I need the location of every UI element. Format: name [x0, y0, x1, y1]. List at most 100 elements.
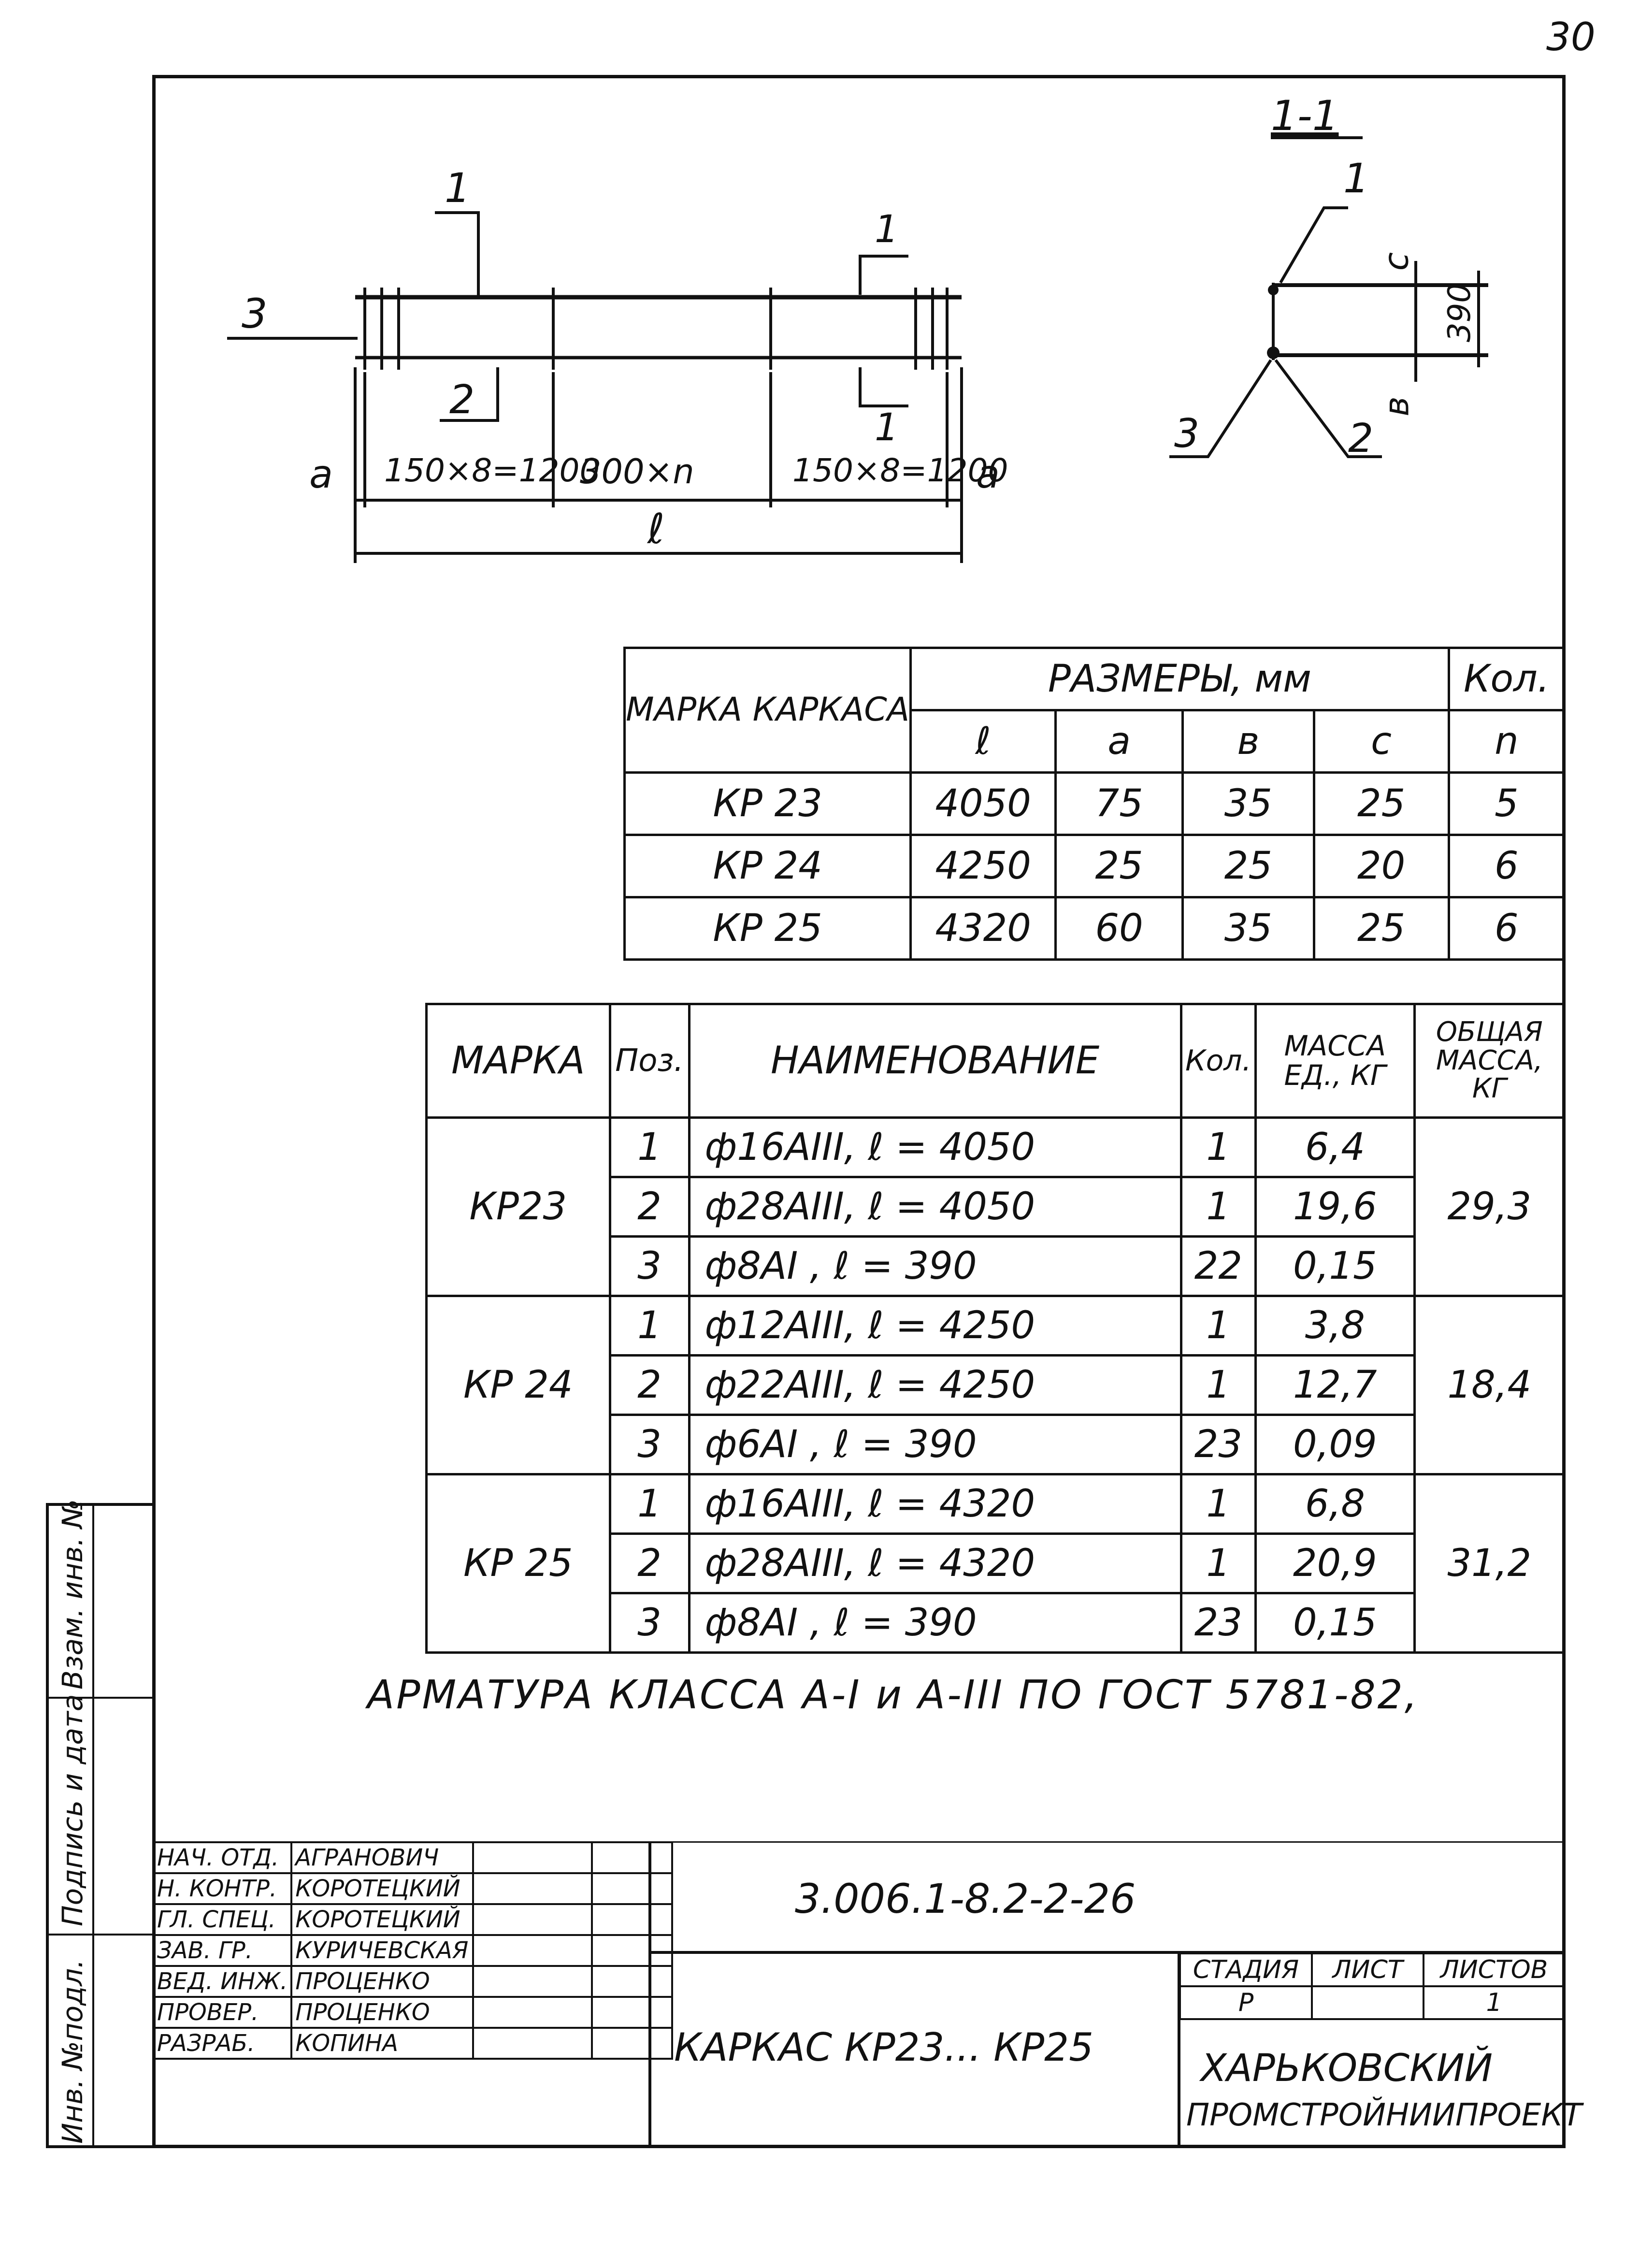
- staff-role: ЗАВ. ГР.: [152, 1934, 293, 1967]
- dim-section-b: в: [1377, 396, 1417, 417]
- dims-a: 60: [1054, 896, 1184, 961]
- table-row: КР 24 1 ф12АIII, ℓ = 4250 1 3,8 18,4: [425, 1295, 1566, 1475]
- dim-seg-mid: 300×n: [580, 452, 694, 491]
- spec-qty: 1: [1179, 1295, 1257, 1357]
- dims-sub-a: a: [1054, 709, 1184, 774]
- dims-n: 6: [1447, 834, 1566, 898]
- staff-table: НАЧ. ОТД.АГРАНОВИЧ Н. КОНТР.КОРОТЕЦКИЙ Г…: [152, 1841, 674, 2060]
- spec-mass: 6,4: [1254, 1116, 1416, 1178]
- document-code: 3.006.1-8.2-2-26: [795, 1875, 1136, 1922]
- dims-n: 5: [1447, 771, 1566, 836]
- staff-role: РАЗРАБ.: [152, 2027, 293, 2060]
- staff-date: [591, 1841, 674, 1874]
- table-row: НАЧ. ОТД.АГРАНОВИЧ: [152, 1841, 674, 1874]
- table-row: КР 23 4050 75 35 25 5: [623, 771, 1566, 836]
- dims-mark: КР 23: [623, 771, 912, 836]
- table-row: КР 25 4320 60 35 25 6: [623, 896, 1566, 961]
- spec-name: ф22АIII, ℓ = 4250: [688, 1354, 1182, 1416]
- spec-header-mark: МАРКА: [425, 1003, 611, 1119]
- callout-1: 1: [445, 164, 471, 212]
- spec-mass: 0,15: [1254, 1592, 1416, 1654]
- side-label-signature: Подпись и дата: [56, 1694, 89, 1926]
- stage-table: СТАДИЯ ЛИСТ ЛИСТОВ Р 1: [1179, 1952, 1566, 2020]
- spec-qty: 1: [1179, 1473, 1257, 1535]
- dims-l: 4050: [909, 771, 1057, 836]
- table-row: КР 25 1 ф16АIII, ℓ = 4320 1 6,8 31,2: [425, 1473, 1566, 1654]
- spec-qty: 1: [1179, 1354, 1257, 1416]
- spec-pos: 2: [608, 1176, 690, 1238]
- spec-mark: КР23: [425, 1116, 611, 1297]
- spec-mark: КР 25: [425, 1473, 611, 1654]
- dim-a-right: a: [976, 452, 1000, 497]
- table-row: КР23 1 ф16АIII, ℓ = 4050 1 6,4 29,3: [425, 1116, 1566, 1297]
- stage-label: СТАДИЯ: [1179, 1952, 1313, 1987]
- staff-signature: [472, 2027, 593, 2060]
- callout-3: 3: [242, 290, 268, 337]
- staff-role: НАЧ. ОТД.: [152, 1841, 293, 1874]
- specification-table: МАРКА Поз. НАИМЕНОВАНИЕ Кол. МАССА ЕД., …: [425, 1003, 1566, 1654]
- staff-signature: [472, 1965, 593, 1998]
- spec-pos: 3: [608, 1414, 690, 1475]
- section-callout-3: 3: [1174, 411, 1200, 457]
- table-row: 2 ф28АIII, ℓ = 4050 1 19,6: [427, 1176, 1565, 1238]
- spec-name: ф16АIII, ℓ = 4050: [688, 1116, 1182, 1178]
- table-row: 2 ф22АIII, ℓ = 4250 1 12,7: [427, 1354, 1565, 1416]
- dims-header-qty: Кол.: [1447, 647, 1566, 711]
- spec-name: ф12АIII, ℓ = 4250: [688, 1295, 1182, 1357]
- spec-mass: 12,7: [1254, 1354, 1416, 1416]
- spec-mass: 0,15: [1254, 1235, 1416, 1297]
- staff-date: [591, 1934, 674, 1967]
- spec-total: 29,3: [1413, 1116, 1566, 1297]
- dimensions-table: МАРКА КАРКАСА РАЗМЕРЫ, мм Кол. ℓ a в c n…: [623, 647, 1566, 961]
- document-title: КАРКАС КР23... КР25: [674, 2025, 1093, 2070]
- staff-date: [591, 1996, 674, 2029]
- spec-qty: 23: [1179, 1414, 1257, 1475]
- spec-header-total-mass: ОБЩАЯ МАССА, КГ: [1413, 1003, 1566, 1119]
- table-row: ПРОВЕР.ПРОЦЕНКО: [152, 1996, 674, 2029]
- spec-mass: 3,8: [1254, 1295, 1416, 1357]
- dims-sub-b: в: [1181, 709, 1315, 774]
- spec-qty: 1: [1179, 1116, 1257, 1178]
- table-row: 3 ф8АI , ℓ = 390 22 0,15: [427, 1235, 1565, 1297]
- spec-qty: 1: [1179, 1176, 1257, 1238]
- staff-date: [591, 1965, 674, 1998]
- staff-name: КУРИЧЕВСКАЯ: [290, 1934, 475, 1967]
- sheet-value: [1310, 1985, 1424, 2020]
- staff-signature: [472, 1934, 593, 1967]
- title-block: НАЧ. ОТД.АГРАНОВИЧ Н. КОНТР.КОРОТЕЦКИЙ Г…: [152, 1841, 1582, 2148]
- page-number: 30: [1546, 14, 1596, 59]
- spec-name: ф28АIII, ℓ = 4320: [688, 1532, 1182, 1594]
- dims-sub-n: n: [1447, 709, 1566, 774]
- spec-mass: 6,8: [1254, 1473, 1416, 1535]
- dims-header-sizes: РАЗМЕРЫ, мм: [909, 647, 1450, 711]
- spec-pos: 1: [608, 1473, 690, 1535]
- dims-l: 4320: [909, 896, 1057, 961]
- table-row: РАЗРАБ.КОПИНА: [152, 2027, 674, 2060]
- dim-total-length: ℓ: [647, 505, 665, 553]
- dims-header-mark: МАРКА КАРКАСА: [623, 647, 912, 774]
- section-callout-1: 1: [1343, 155, 1369, 202]
- table-row: ЗАВ. ГР.КУРИЧЕВСКАЯ: [152, 1934, 674, 1967]
- spec-qty: 1: [1179, 1532, 1257, 1594]
- dims-b: 35: [1181, 896, 1315, 961]
- spec-mass: 20,9: [1254, 1532, 1416, 1594]
- spec-pos: 3: [608, 1235, 690, 1297]
- organization-line-2: ПРОМСТРОЙНИИПРОЕКТ: [1186, 2097, 1582, 2133]
- spec-name: ф16АIII, ℓ = 4320: [688, 1473, 1182, 1535]
- dims-b: 35: [1181, 771, 1315, 836]
- dims-c: 25: [1312, 771, 1450, 836]
- spec-total: 18,4: [1413, 1295, 1566, 1475]
- sheets-label: ЛИСТОВ: [1422, 1952, 1566, 1987]
- dims-sub-c: c: [1312, 709, 1450, 774]
- spec-header-unit-mass: МАССА ЕД., КГ: [1254, 1003, 1416, 1119]
- spec-mass: 0,09: [1254, 1414, 1416, 1475]
- spec-qty: 22: [1179, 1235, 1257, 1297]
- spec-header-name: НАИМЕНОВАНИЕ: [688, 1003, 1182, 1119]
- side-label-replace: Взам. инв. №: [56, 1499, 89, 1690]
- spec-qty: 23: [1179, 1592, 1257, 1654]
- spec-pos: 3: [608, 1592, 690, 1654]
- side-approval-strip: Инв. №подл. Подпись и дата Взам. инв. №: [46, 1499, 152, 2148]
- dim-a-left: a: [309, 452, 333, 497]
- side-label-inv: Инв. №подл.: [56, 1959, 89, 2144]
- staff-signature: [472, 1903, 593, 1936]
